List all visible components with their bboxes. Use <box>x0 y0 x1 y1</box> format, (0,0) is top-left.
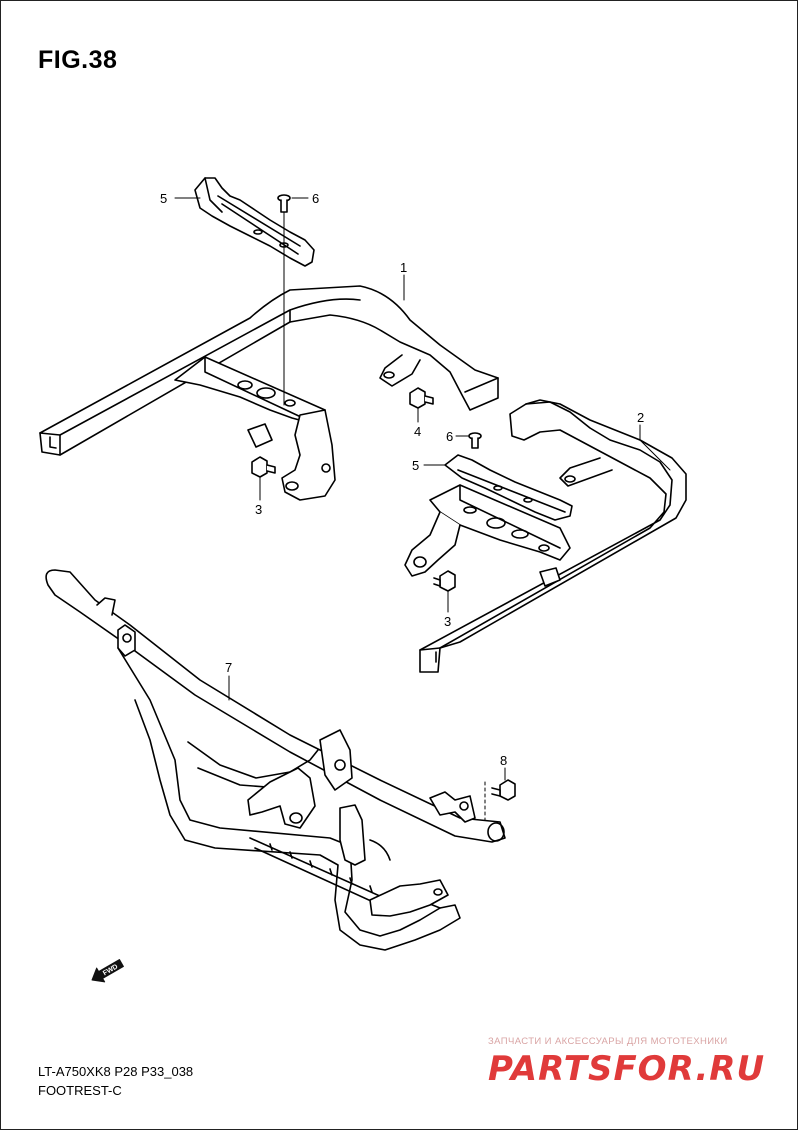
part-2-right-footrest-bracket <box>404 399 687 673</box>
callout-6-upper: 6 <box>312 191 319 206</box>
callout-6-lower: 6 <box>446 429 453 444</box>
figure-name: FOOTREST-C <box>38 1083 122 1098</box>
callout-5-upper: 5 <box>160 191 167 206</box>
watermark-logo: PARTSFOR.RU <box>488 1049 765 1089</box>
fwd-arrow-icon: FWD <box>91 959 124 983</box>
leader-lines <box>174 197 671 821</box>
callout-2: 2 <box>637 410 644 425</box>
part-3-right-bolt <box>433 570 456 592</box>
callout-3-left: 3 <box>255 502 262 517</box>
callout-7: 7 <box>225 660 232 675</box>
callout-1: 1 <box>400 260 407 275</box>
callout-8: 8 <box>500 753 507 768</box>
watermark-caption: ЗАПЧАСТИ И АКСЕССУАРЫ ДЛЯ МОТОТЕХНИКИ <box>488 1036 728 1047</box>
figure-code: LT-A750XK8 P28 P33_038 <box>38 1064 194 1079</box>
part-5-upper-footpeg-plate <box>194 177 315 267</box>
part-6-upper-screw <box>277 194 291 213</box>
part-8-bolt <box>491 779 516 801</box>
callout-labels: 5 6 1 4 3 2 6 5 3 7 8 <box>160 191 644 768</box>
part-4-bolt <box>409 387 434 409</box>
callout-4: 4 <box>414 424 421 439</box>
callout-3-right: 3 <box>444 614 451 629</box>
part-5-lower-footpeg-plate <box>444 454 573 521</box>
part-7-lower-frame <box>45 569 506 951</box>
part-6-lower-screw <box>468 432 482 449</box>
part-3-left-bolt <box>251 456 276 478</box>
figure-title: FIG.38 <box>38 46 118 74</box>
part-1-left-footrest-bracket <box>39 285 499 501</box>
fwd-label: FWD <box>102 963 119 977</box>
callout-5-lower: 5 <box>412 458 419 473</box>
